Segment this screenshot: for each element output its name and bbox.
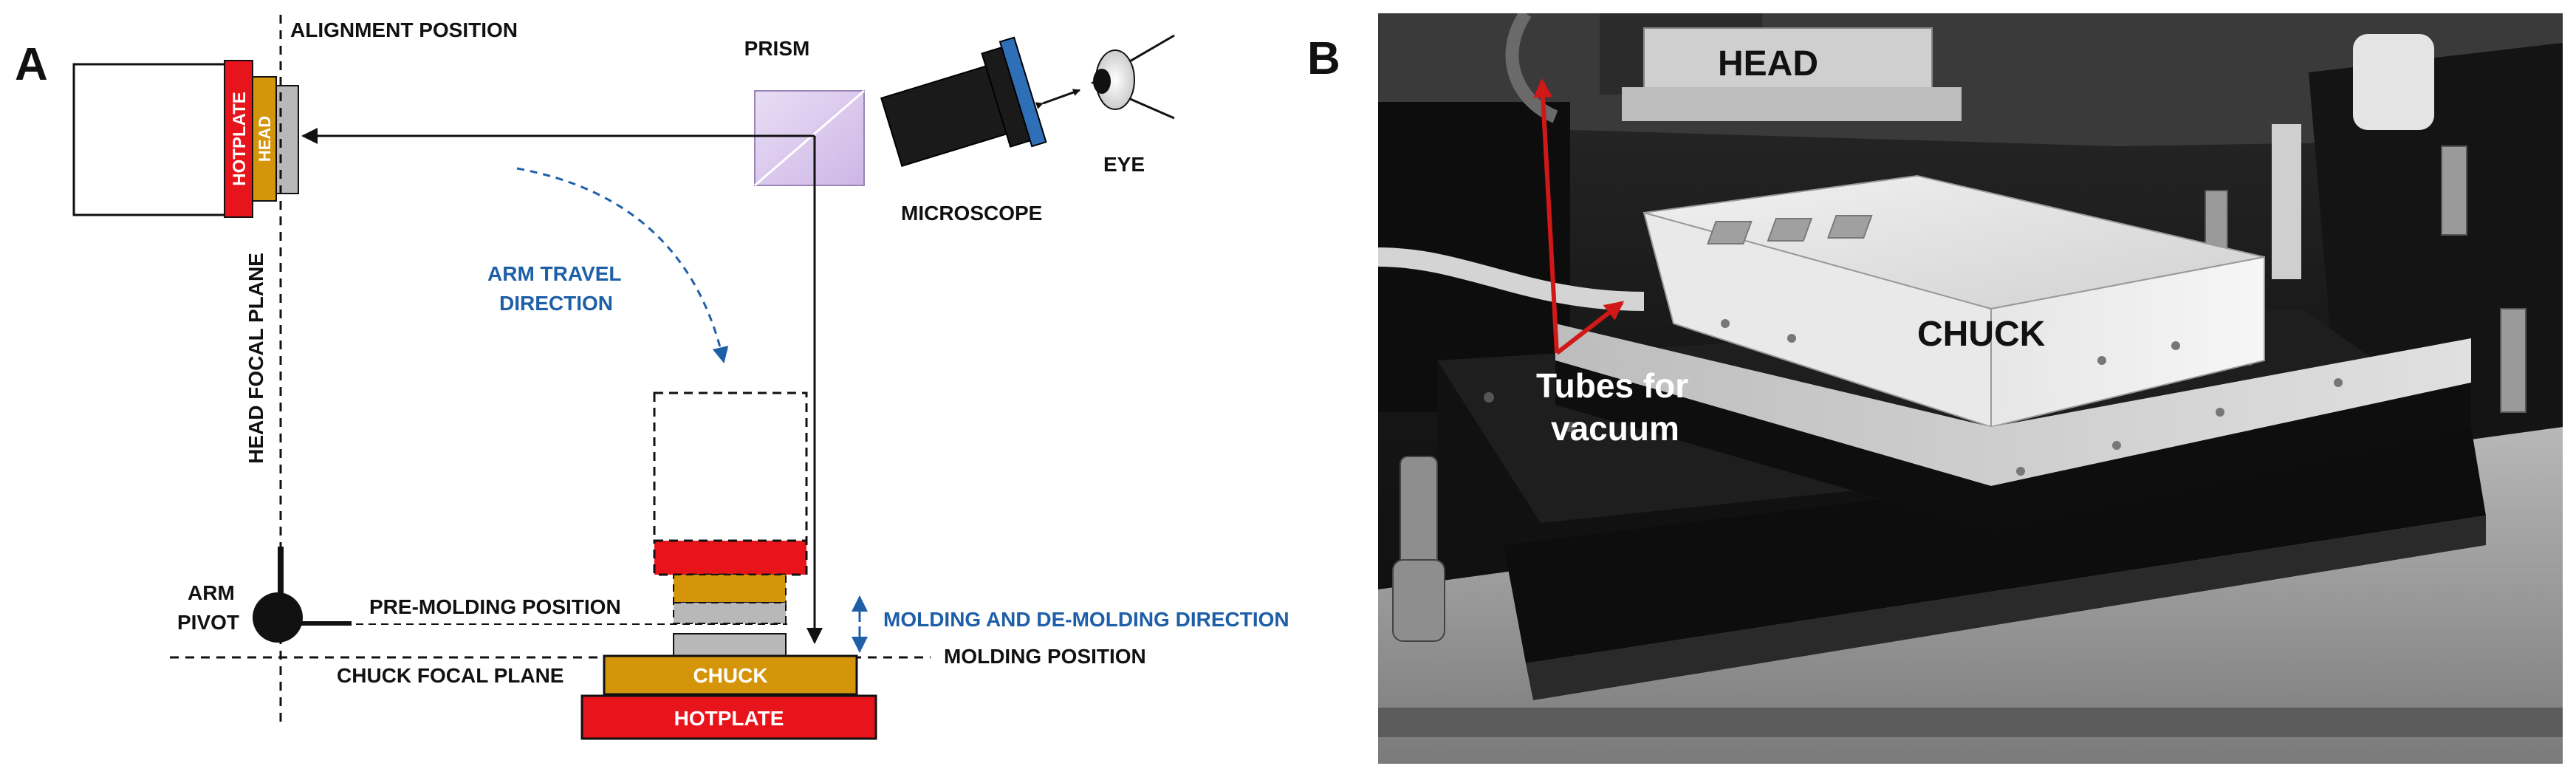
arm-travel-label-line1: ARM TRAVEL	[487, 262, 621, 285]
head-lower-plate	[1622, 87, 1962, 121]
chuck-plate	[1555, 324, 2471, 486]
molding-direction-label: MOLDING AND DE-MOLDING DIRECTION	[883, 608, 1289, 631]
chuck-right-face	[1990, 256, 2265, 428]
left-springs	[1392, 456, 1445, 642]
chuck-label: CHUCK	[693, 664, 767, 687]
photo-head-label: HEAD	[1718, 44, 1818, 83]
right-post-1	[2353, 34, 2434, 130]
head-block	[252, 76, 277, 202]
panel-a-letter: A	[15, 39, 48, 90]
eye-icon	[1090, 34, 1175, 120]
arm-travel-label-line2: DIRECTION	[499, 292, 613, 315]
microscope-icon	[880, 36, 1047, 167]
red-arrow-right	[1555, 301, 1625, 355]
chuck-block	[603, 654, 858, 696]
chuck-focal-plane-label: CHUCK FOCAL PLANE	[337, 664, 564, 687]
top-hotplate-block	[224, 60, 253, 218]
molding-position-label: MOLDING POSITION	[944, 645, 1146, 668]
head-focal-plane-label: HEAD FOCAL PLANE	[244, 253, 267, 464]
chuck-plate-edge	[1555, 360, 2471, 530]
microscope-eye-arrow	[1035, 89, 1080, 109]
arm-box-outline	[653, 391, 808, 542]
pre-molding-hotplate	[653, 539, 808, 576]
tubes-label-line1: Tubes for	[1536, 366, 1688, 405]
right-post-2	[2272, 124, 2301, 279]
front-platform-slab-face	[1526, 516, 2486, 700]
pre-molding-label: PRE-MOLDING POSITION	[369, 595, 621, 618]
microscope-label: MICROSCOPE	[901, 202, 1042, 225]
eye-label: EYE	[1103, 153, 1145, 176]
head-block-label: HEAD	[256, 116, 274, 162]
prism-diagonal	[754, 89, 865, 187]
pre-molding-head	[673, 574, 787, 603]
alignment-position-label: ALIGNMENT POSITION	[290, 18, 518, 41]
photo-chuck-label: CHUCK	[1917, 315, 2046, 354]
rail-bottom	[1378, 708, 2563, 737]
vacuum-tube-1	[1378, 247, 1645, 311]
arm-pivot-icon	[253, 592, 303, 643]
tubes-label-line2: vacuum	[1551, 409, 1679, 448]
equipment-photo: HEAD	[1378, 13, 2563, 764]
top-hotplate-label: HOTPLATE	[230, 92, 250, 186]
arm-pivot-label-line1: ARM	[188, 581, 235, 604]
head-holder-box	[72, 63, 227, 216]
chuck-holes	[1721, 319, 2343, 476]
panel-b-letter: B	[1307, 33, 1340, 84]
arm-pivot-label-line2: PIVOT	[177, 611, 239, 634]
schematic-diagram: A HOTPLATE HEAD HEAD FOCAL PLANE ALIGNME…	[15, 15, 1289, 740]
arm-travel-arrow	[516, 167, 729, 363]
chuck-samples	[1707, 215, 1873, 244]
chuck-stamp	[673, 633, 787, 657]
bottom-hotplate-label: HOTPLATE	[674, 707, 784, 730]
bottom-hotplate-block	[580, 694, 877, 740]
prism-label: PRISM	[744, 37, 810, 60]
front-platform-slab	[1504, 427, 2486, 663]
red-arrow-up	[1533, 78, 1559, 354]
pre-molding-stamp	[673, 602, 787, 624]
